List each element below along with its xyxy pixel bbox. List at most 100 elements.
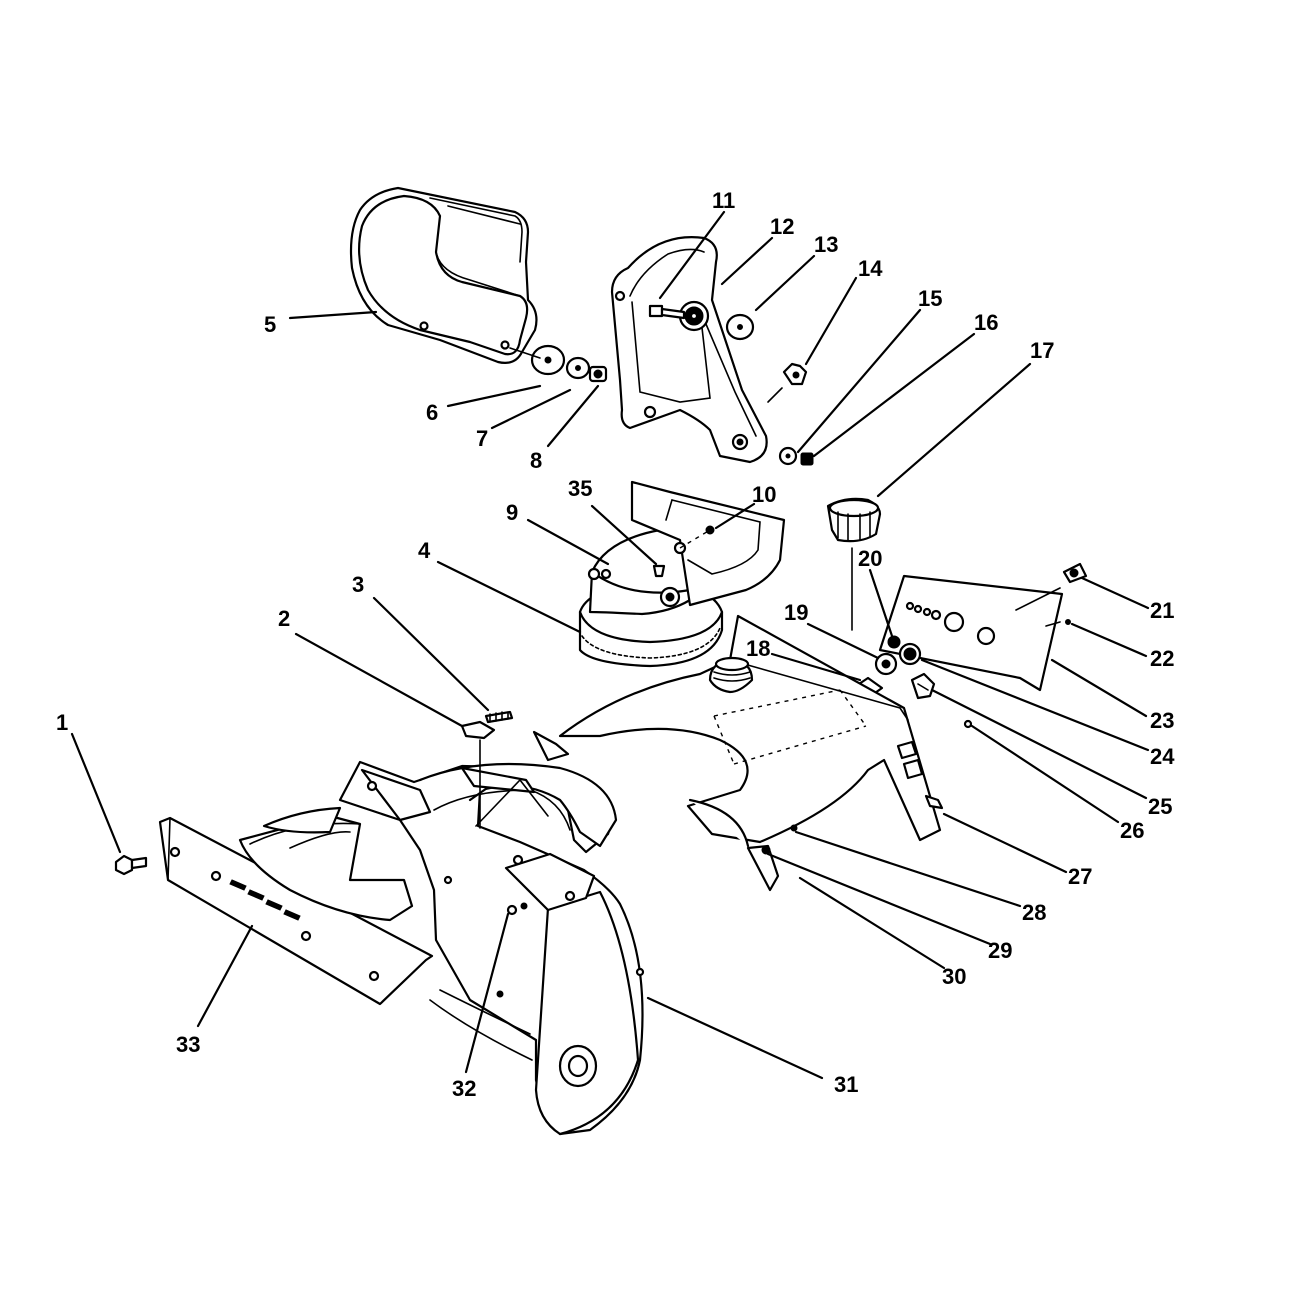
part-3-bolts	[484, 710, 514, 724]
part-25-clip	[910, 672, 936, 700]
leader-18	[770, 652, 862, 682]
leader-23	[1050, 658, 1148, 718]
leader-14	[804, 276, 858, 366]
leader-30	[798, 876, 946, 970]
callout-35: 35	[568, 476, 592, 501]
leader-11	[658, 210, 726, 300]
leader-22	[1070, 622, 1148, 658]
leader-26	[970, 724, 1120, 824]
part-10-nut	[705, 525, 715, 535]
part-16-nut	[800, 452, 814, 466]
callout-2: 2	[278, 606, 290, 631]
callout-16: 16	[974, 310, 998, 335]
leader-4	[436, 560, 582, 634]
part-21-grommet	[1062, 562, 1088, 584]
part-32-nut	[506, 902, 528, 916]
part-20-nut	[887, 635, 901, 649]
callout-25: 25	[1148, 794, 1172, 819]
leader-10	[714, 502, 756, 530]
part-5-deflector	[349, 186, 538, 364]
part-13-washer	[725, 313, 755, 341]
callout-26: 26	[1120, 818, 1144, 843]
callout-7: 7	[476, 426, 488, 451]
callout-32: 32	[452, 1076, 476, 1101]
leader-32	[464, 912, 510, 1074]
part-29-nut	[761, 845, 771, 855]
callout-15: 15	[918, 286, 942, 311]
part-2-clip	[460, 720, 496, 740]
callout-14: 14	[858, 256, 883, 281]
callout-9: 9	[506, 500, 518, 525]
part-28-screw	[790, 824, 798, 832]
callout-18: 18	[746, 636, 770, 661]
callout-5: 5	[264, 312, 276, 337]
leader-15	[796, 308, 922, 454]
leader-29	[766, 852, 992, 946]
leader-33	[196, 924, 254, 1028]
callout-27: 27	[1068, 864, 1092, 889]
part-26-screw	[963, 719, 973, 729]
leader-19	[806, 622, 880, 660]
part-24-bushing	[898, 642, 922, 666]
callout-6: 6	[426, 400, 438, 425]
callout-19: 19	[784, 600, 808, 625]
callout-11: 11	[712, 188, 735, 213]
callout-12: 12	[770, 214, 794, 239]
part-4-chute-base	[578, 480, 786, 668]
callout-30: 30	[942, 964, 966, 989]
callout-10: 10	[752, 482, 776, 507]
leader-lines	[70, 210, 1150, 1080]
leader-2	[294, 632, 464, 728]
callout-17: 17	[1030, 338, 1054, 363]
leader-8	[546, 384, 600, 448]
part-12-chute-bracket	[610, 236, 768, 464]
part-11-bolt	[648, 304, 686, 320]
leader-25	[930, 688, 1148, 800]
part-7-washer	[565, 356, 591, 380]
part-17-cap	[826, 497, 882, 543]
part-8-nut	[588, 365, 608, 383]
callout-13: 13	[814, 232, 838, 257]
callout-31: 31	[834, 1072, 858, 1097]
leader-31	[646, 996, 824, 1080]
leader-35	[590, 504, 658, 566]
part-27-bolt	[924, 794, 944, 810]
leader-1	[70, 732, 122, 854]
part-15-washer	[778, 446, 798, 466]
leader-5	[288, 310, 378, 320]
leader-28	[794, 830, 1022, 908]
part-33-front-panel	[158, 806, 434, 1006]
leader-13	[754, 254, 816, 312]
callout-1: 1	[56, 710, 68, 735]
leader-21	[1080, 576, 1150, 610]
callout-23: 23	[1150, 708, 1174, 733]
leader-12	[720, 236, 774, 286]
callout-20: 20	[858, 546, 882, 571]
callout-3: 3	[352, 572, 364, 597]
part-23-control-panel	[878, 574, 1064, 692]
part-22-screw	[1065, 619, 1071, 625]
callout-4: 4	[418, 538, 431, 563]
leader-16	[812, 332, 976, 458]
leader-3	[372, 596, 490, 712]
callout-labels: 1 2 3 4 5 6 7 8 9 10 11 12 13 14 15 16 1…	[56, 188, 1175, 1101]
callout-22: 22	[1150, 646, 1174, 671]
leader-27	[942, 812, 1068, 874]
leader-6	[446, 384, 542, 408]
part-19-bushing	[874, 652, 898, 676]
callout-33: 33	[176, 1032, 200, 1057]
callout-24: 24	[1150, 744, 1175, 769]
part-14-knob	[782, 362, 808, 386]
leader-17	[876, 362, 1032, 498]
callout-8: 8	[530, 448, 542, 473]
callout-21: 21	[1150, 598, 1174, 623]
leader-7	[490, 388, 572, 430]
part-6-washer	[530, 344, 566, 376]
part-31-auger-housing	[338, 739, 645, 1136]
leader-24	[920, 658, 1150, 752]
callout-29: 29	[988, 938, 1012, 963]
part-1-bolt	[114, 854, 148, 876]
leader-20	[868, 568, 894, 638]
